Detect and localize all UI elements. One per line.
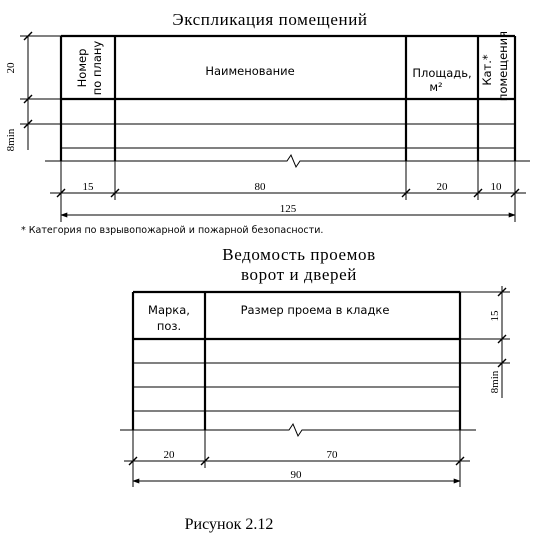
table1-dim-col-name: 80 — [255, 181, 267, 193]
table2-break-line — [120, 422, 476, 438]
table2-dim-col-mark: 20 — [164, 449, 176, 461]
table1-dim-row-height: 8min — [5, 128, 17, 151]
table1-dim-header-height: 20 — [5, 62, 17, 74]
table1-height-dimensions: 20 8min — [5, 31, 61, 151]
table2-grid — [120, 290, 476, 438]
table1-footnote: * Категория по взрывопожарной и пожарной… — [21, 225, 323, 236]
table1-dim-col-number: 15 — [83, 181, 95, 193]
table1-dim-total-width: 125 — [280, 203, 297, 215]
table1-title: Экспликация помещений — [172, 10, 367, 29]
table2-title-line1: Ведомость проемов — [222, 245, 375, 264]
table2-title-line2: ворот и дверей — [241, 265, 357, 284]
table1: Экспликация помещений Номер по плану Наи… — [5, 10, 530, 236]
table1-header-area-line1: Площадь, — [412, 66, 471, 80]
table1-header-number-line2: по плану — [90, 41, 104, 96]
table2-width-dimensions: 20 70 90 — [124, 430, 470, 487]
table1-header-category-line2: помещения — [496, 31, 510, 101]
table2-header-mark-line2: поз. — [157, 319, 181, 333]
table1-header-category-line1: Кат.* — [480, 54, 494, 86]
table2-dim-col-size: 70 — [327, 449, 339, 461]
table2-height-dimensions: 15 8min — [460, 286, 510, 398]
table2: Ведомость проемов ворот и дверей Марка, … — [120, 245, 510, 487]
table2-header-mark-line1: Марка, — [148, 303, 190, 317]
table1-header-number-line1: Номер — [75, 49, 89, 88]
table2-dim-header-height: 15 — [489, 310, 501, 322]
table1-break-line — [45, 153, 530, 169]
table1-dim-col-area: 20 — [437, 181, 449, 193]
figure-caption: Рисунок 2.12 — [185, 516, 274, 533]
table1-dim-col-category: 10 — [491, 181, 503, 193]
table1-width-dimensions: 15 80 20 10 125 — [50, 161, 526, 222]
table2-dim-total-width: 90 — [291, 469, 303, 481]
table1-grid — [45, 34, 530, 169]
table2-header-size: Размер проема в кладке — [241, 303, 390, 317]
table1-header-area-line2: м² — [429, 80, 442, 94]
table1-header-name: Наименование — [205, 64, 294, 78]
table2-dim-row-height: 8min — [489, 370, 501, 393]
